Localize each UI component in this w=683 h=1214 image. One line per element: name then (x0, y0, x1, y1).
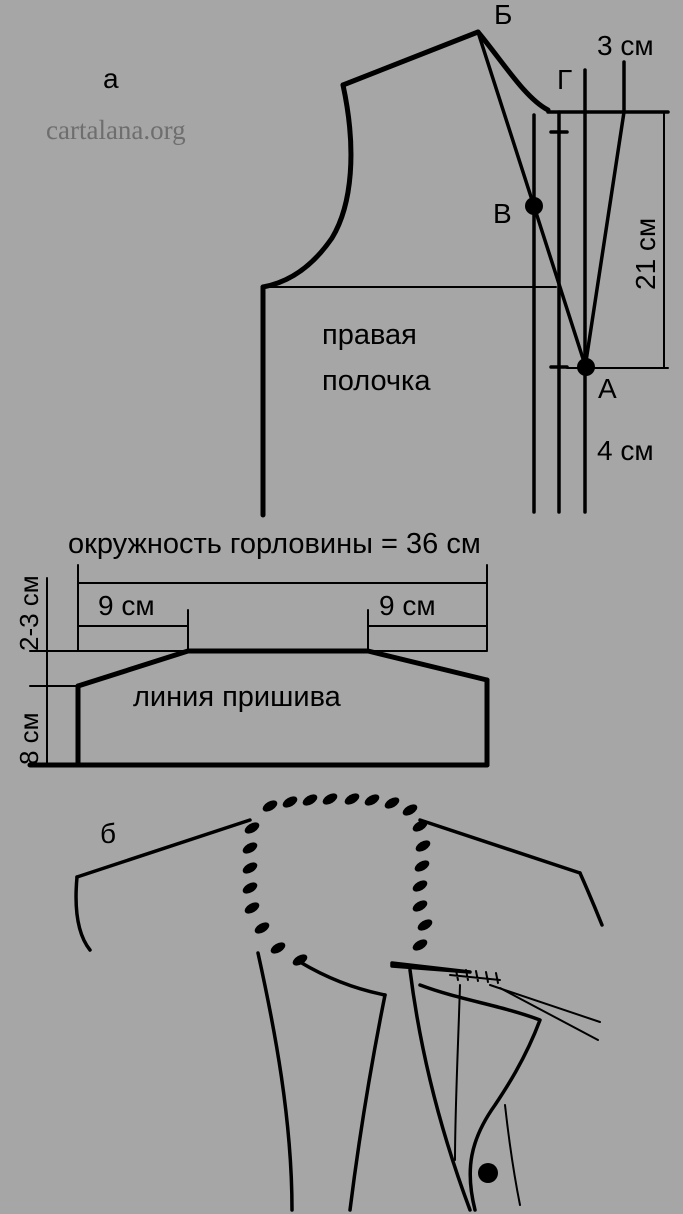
left-front-edge (256, 951, 294, 1212)
stitch-mark (384, 797, 400, 809)
stitch-mark (270, 942, 286, 954)
watermark-text: cartalana.org (46, 115, 186, 145)
point-v-marker (525, 197, 543, 215)
stitch-mark (254, 922, 270, 934)
armhole-curve (260, 82, 354, 290)
dim-9cm-right-label: 9 см (379, 590, 436, 621)
point-a-label: А (598, 373, 617, 404)
right-shoulder (418, 818, 582, 875)
point-b-label: Б (494, 0, 512, 30)
stitch-mark (242, 842, 258, 854)
stitch-mark (412, 939, 428, 951)
stitch-mark (414, 860, 430, 872)
front-piece-drawing (260, 29, 670, 518)
stitch-mark (244, 902, 260, 914)
stitch-mark (417, 919, 433, 931)
left-shoulder (75, 818, 252, 879)
dim-3cm-label: 3 см (597, 30, 654, 61)
stitch-mark (415, 840, 431, 852)
right-front-edge (408, 968, 472, 1212)
left-lapel (348, 993, 387, 1212)
piece-name-line-2: полочка (322, 365, 431, 397)
stitch-mark (364, 794, 380, 806)
thread-line-1 (489, 984, 601, 1023)
dim-2-3cm-label: 2-3 см (14, 575, 44, 651)
attach-line-label: линия пришива (133, 681, 342, 713)
stitch-mark (242, 862, 258, 874)
left-sleeve (74, 875, 92, 952)
thread-stitches (449, 969, 501, 984)
neck-circumference-label: окружность горловины = 36 см (68, 528, 481, 560)
dim-9cm-left-label: 9 см (98, 590, 155, 621)
stitch-mark (302, 794, 318, 806)
dim-8cm-label: 8 см (14, 712, 44, 765)
point-a-marker (577, 358, 595, 376)
inner-dart-line (454, 984, 461, 1161)
stitch-mark (322, 793, 338, 805)
stitch-mark (412, 880, 428, 892)
stitch-mark (412, 820, 428, 832)
point-v-label: В (493, 198, 512, 229)
stitch-mark (262, 800, 278, 812)
piece-name-line-1: правая (322, 319, 417, 351)
button-marker (478, 1163, 498, 1183)
garment-sketch (74, 818, 604, 1212)
dart-line (583, 110, 626, 370)
stitch-mark (242, 882, 258, 894)
stitch-mark (402, 804, 418, 816)
dim-21cm-label: 21 см (630, 218, 661, 290)
collar-stitch-outline (242, 793, 433, 966)
stitch-mark (282, 796, 298, 808)
stitch-mark (244, 822, 260, 834)
label-a: а (103, 63, 119, 94)
collar-attach-line (75, 648, 490, 689)
stitch-mark (344, 793, 360, 805)
shoulder-line (340, 29, 481, 88)
stitch-mark (292, 954, 308, 966)
thread-line-2 (499, 987, 599, 1041)
point-g-label: Г (557, 64, 572, 95)
right-lapel-outer (418, 983, 542, 1212)
right-side-line (504, 1104, 521, 1206)
collar-drawing (27, 564, 490, 768)
dim-4cm-label: 4 см (597, 435, 654, 466)
stitch-mark (412, 900, 428, 912)
right-sleeve (578, 871, 604, 927)
collar-inner-left (298, 960, 387, 997)
neckline-curve (475, 29, 551, 113)
label-b: б (100, 818, 116, 849)
needle (390, 961, 472, 974)
